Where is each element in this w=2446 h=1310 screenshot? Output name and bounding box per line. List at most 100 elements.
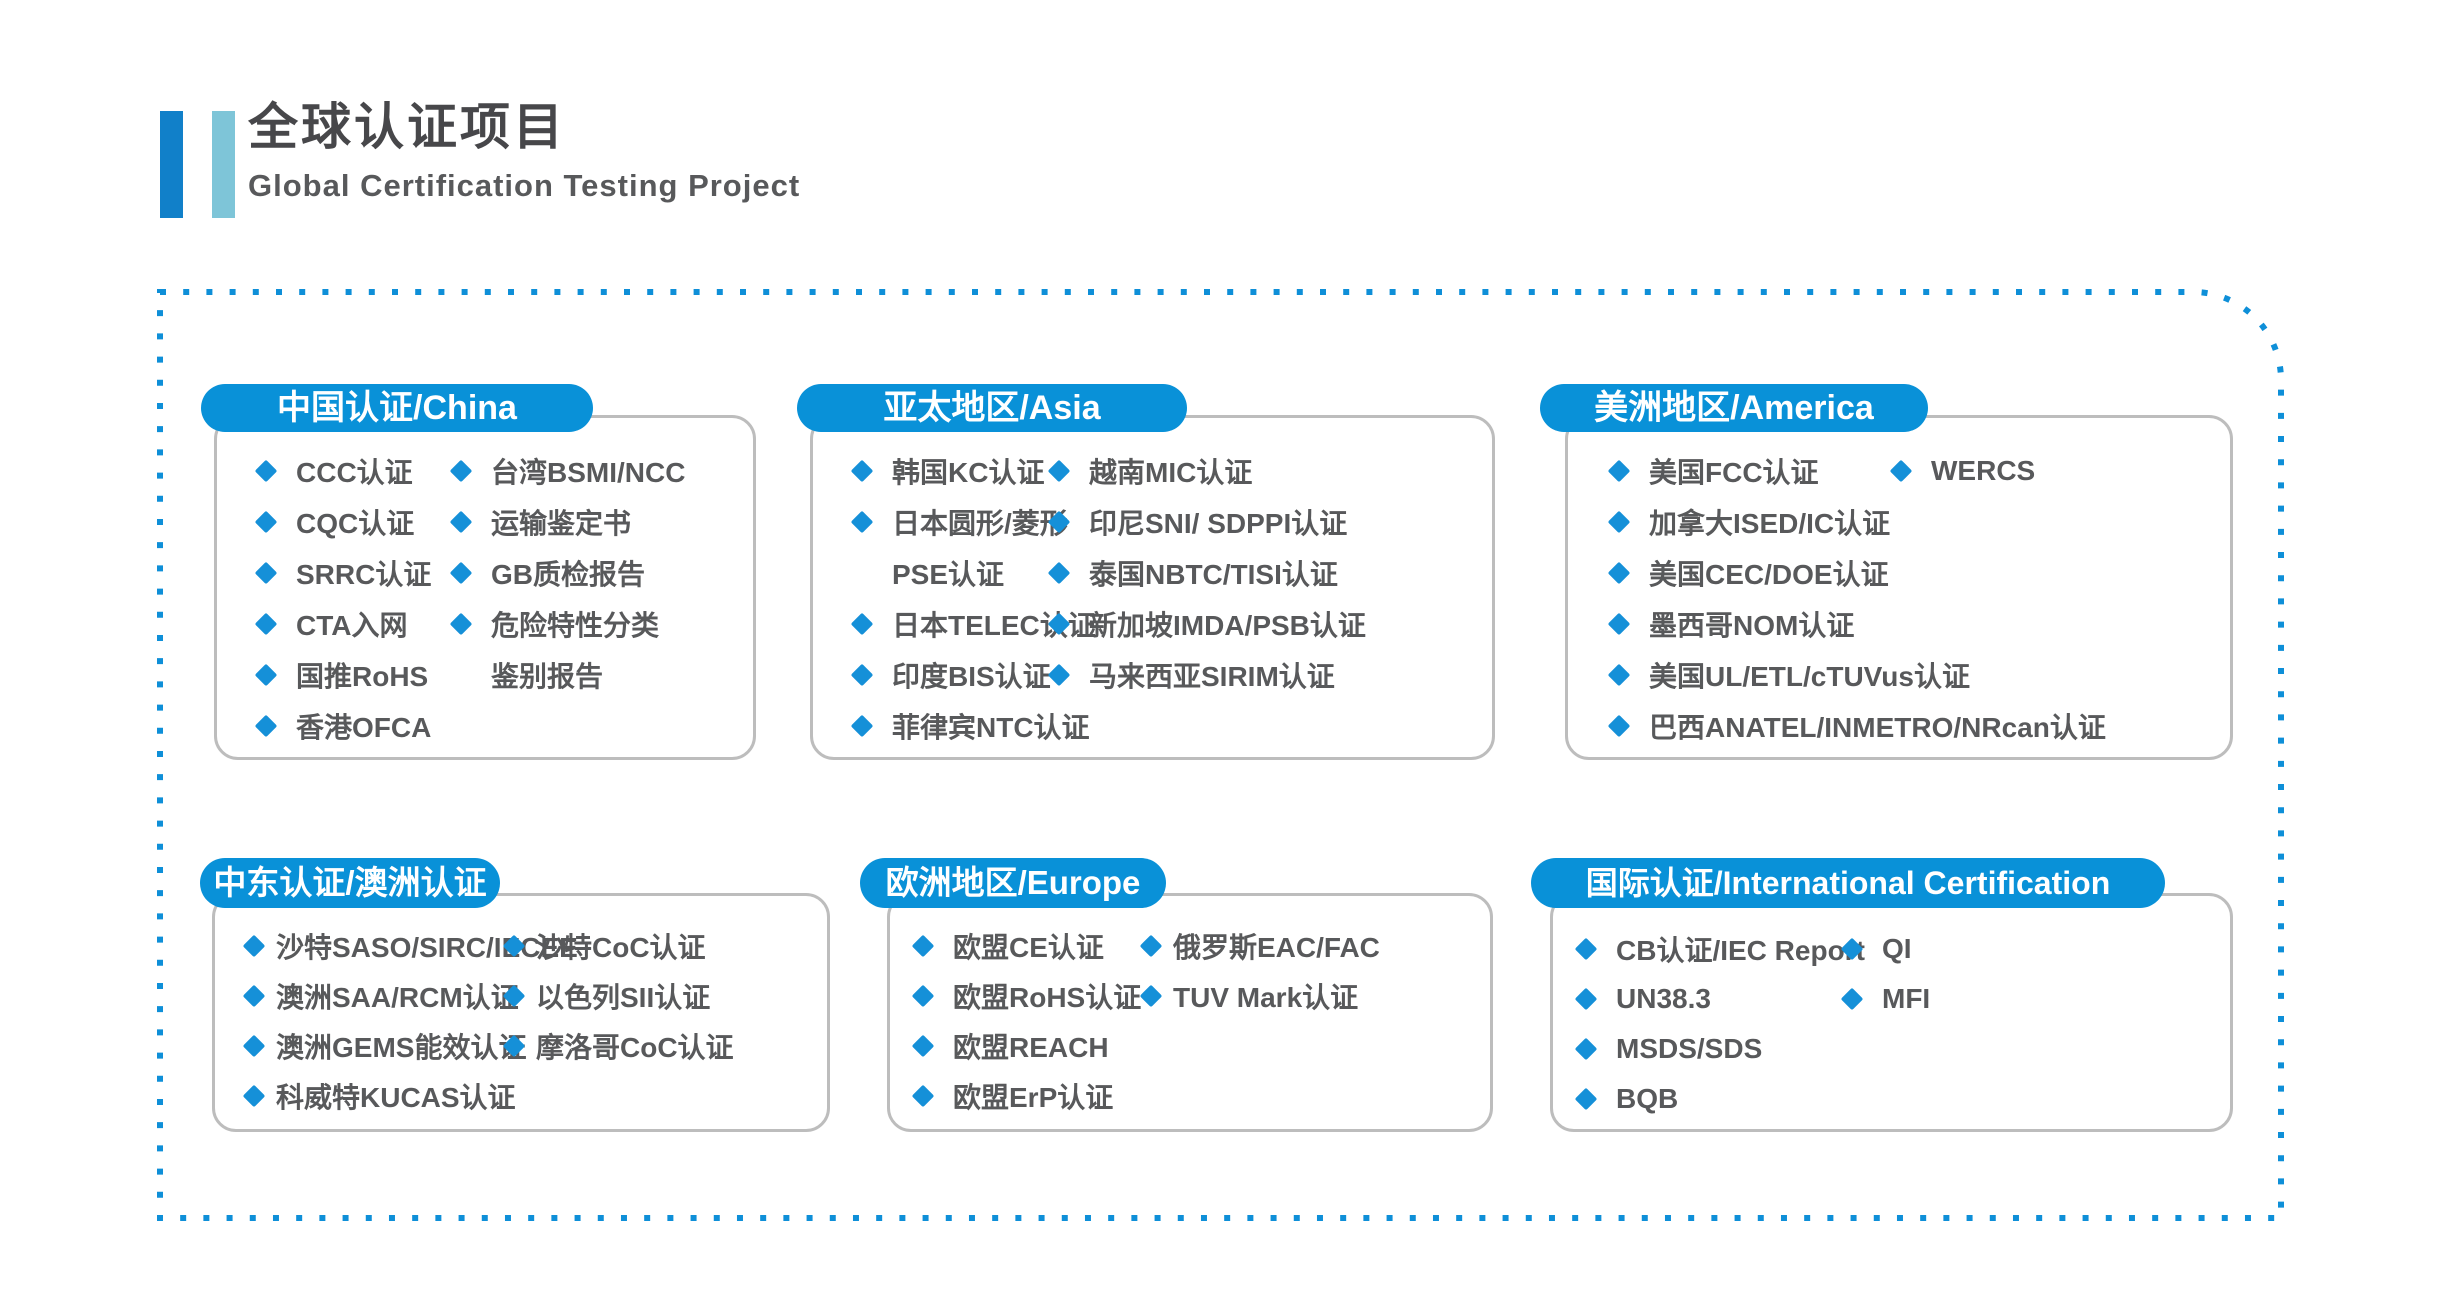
cert-item: 泰国NBTC/TISI认证 bbox=[1047, 547, 1366, 598]
cert-item-label: 欧盟CE认证 bbox=[953, 932, 1104, 963]
diamond-bullet-icon bbox=[1047, 561, 1071, 584]
cert-item-label: 香港OFCA bbox=[296, 711, 432, 743]
diamond-bullet-icon bbox=[449, 459, 473, 482]
group-pill-china: 中国认证/China bbox=[201, 384, 593, 432]
diamond-bullet-icon bbox=[254, 510, 278, 533]
diamond-bullet-icon bbox=[850, 612, 874, 635]
cert-item-label: BQB bbox=[1616, 1083, 1679, 1114]
group-card-china: 中国认证/China CCC认证 CQC认证 SRRC认证 CTA入网国推RoHS 香港… bbox=[201, 384, 756, 760]
diamond-bullet-icon bbox=[502, 984, 526, 1008]
cert-item-label: 越南MIC认证 bbox=[1089, 456, 1253, 488]
cert-item-label: 马来西亚SIRIM认证 bbox=[1089, 660, 1335, 692]
cert-item: 巴西ANATEL/INMETRO/NRcan认证 bbox=[1607, 700, 2106, 751]
diamond-bullet-icon bbox=[1607, 612, 1631, 635]
cert-item-label: 俄罗斯EAC/FAC bbox=[1173, 932, 1380, 963]
cert-item-label: MFI bbox=[1882, 983, 1931, 1014]
cert-item-label: 鉴别报告 bbox=[491, 660, 604, 692]
cert-item: MFI bbox=[1840, 974, 1931, 1024]
cert-column: WERCS bbox=[1889, 445, 2036, 496]
cert-item: CQC认证 bbox=[254, 496, 431, 547]
diamond-bullet-icon bbox=[254, 459, 278, 482]
cert-item: 印尼SNI/ SDPPI认证 bbox=[1047, 496, 1366, 547]
cert-item-label: CTA入网 bbox=[296, 609, 408, 641]
diamond-bullet-icon bbox=[1574, 1087, 1598, 1111]
cert-item: 香港OFCA bbox=[254, 700, 432, 751]
cert-item: MSDS/SDS bbox=[1574, 1024, 1865, 1074]
cert-item-label: 印度BIS认证 bbox=[892, 660, 1051, 692]
cert-item-label: CCC认证 bbox=[296, 456, 413, 488]
cert-item: 韩国KC认证 bbox=[850, 445, 1096, 496]
group-pill-international: 国际认证/International Certification bbox=[1531, 858, 2165, 908]
cert-item: 新加坡IMDA/PSB认证 bbox=[1047, 598, 1366, 649]
cert-item: 欧盟REACH bbox=[911, 1021, 1141, 1071]
cert-item: 俄罗斯EAC/FAC bbox=[1139, 921, 1380, 971]
cert-item: 欧盟RoHS认证 bbox=[911, 971, 1142, 1021]
cert-item-label: 台湾BSMI/NCC bbox=[491, 456, 686, 488]
cert-item: CB认证/IEC Report bbox=[1574, 924, 1865, 974]
cert-item-label: 巴西ANATEL/INMETRO/NRcan认证 bbox=[1649, 711, 2106, 743]
cert-item: 以色列SII认证 bbox=[502, 971, 734, 1021]
diamond-bullet-icon bbox=[242, 934, 266, 958]
cert-item-label: 欧盟ErP认证 bbox=[953, 1082, 1114, 1113]
cert-item: 国推RoHS bbox=[254, 649, 431, 700]
cert-item-label: 以色列SII认证 bbox=[536, 982, 711, 1013]
diamond-bullet-icon bbox=[254, 612, 278, 635]
diamond-bullet-icon bbox=[449, 561, 473, 584]
cert-column: 美国FCC认证加拿大ISED/IC认证美国CEC/DOE认证墨西哥NOM认证美国… bbox=[1607, 445, 2106, 751]
cert-item: 科威特KUCAS认证 bbox=[242, 1071, 578, 1121]
cert-item-label: 沙特CoC认证 bbox=[536, 932, 706, 963]
cert-item: 加拿大ISED/IC认证 bbox=[1607, 496, 2106, 547]
cert-item: 马来西亚SIRIM认证 bbox=[1047, 649, 1366, 700]
diamond-bullet-icon bbox=[911, 934, 935, 958]
cert-item-label: SRRC认证 bbox=[296, 558, 432, 590]
page-title: 全球认证项目 bbox=[248, 99, 566, 155]
cert-item-label: 欧盟RoHS认证 bbox=[953, 982, 1142, 1013]
cert-item-label: CQC认证 bbox=[296, 507, 415, 539]
diamond-bullet-icon bbox=[850, 459, 874, 482]
cert-item-label: WERCS bbox=[1931, 454, 2036, 486]
diamond-bullet-icon bbox=[850, 510, 874, 533]
cert-item: SRRC认证 bbox=[254, 547, 432, 598]
diamond-bullet-icon bbox=[911, 1084, 935, 1108]
cert-item-label: 国推RoHS bbox=[296, 660, 429, 692]
diamond-bullet-icon bbox=[1607, 561, 1631, 584]
cert-item-label: 危险特性分类 bbox=[491, 609, 660, 641]
header-accent-bar-teal bbox=[212, 111, 235, 218]
diamond-bullet-icon bbox=[1840, 987, 1864, 1011]
cert-column: 沙特CoC认证以色列SII认证摩洛哥CoC认证 bbox=[502, 921, 734, 1071]
cert-item: 欧盟CE认证 bbox=[911, 921, 1141, 971]
diamond-bullet-icon bbox=[502, 1034, 526, 1058]
cert-item: 摩洛哥CoC认证 bbox=[502, 1021, 734, 1071]
cert-item-label: 泰国NBTC/TISI认证 bbox=[1089, 558, 1338, 590]
diamond-bullet-icon bbox=[1047, 459, 1071, 482]
cert-column: CCC认证 CQC认证 SRRC认证 CTA入网国推RoHS 香港OFCA bbox=[254, 445, 432, 751]
diamond-bullet-icon bbox=[449, 510, 473, 533]
diamond-bullet-icon bbox=[1047, 510, 1071, 533]
cert-item: 菲律宾NTC认证 bbox=[850, 700, 1096, 751]
cert-item-label: MSDS/SDS bbox=[1616, 1033, 1763, 1064]
cert-item-label: 美国UL/ETL/cTUVus认证 bbox=[1649, 660, 1970, 692]
diamond-bullet-icon bbox=[1574, 937, 1598, 961]
cert-item: 越南MIC认证 bbox=[1047, 445, 1366, 496]
group-pill-america: 美洲地区/America bbox=[1540, 384, 1928, 432]
cert-item-label: 新加坡IMDA/PSB认证 bbox=[1089, 609, 1366, 641]
cert-item-label: 菲律宾NTC认证 bbox=[892, 711, 1090, 743]
header-accent-bar-blue bbox=[160, 111, 183, 218]
diamond-bullet-icon bbox=[242, 984, 266, 1008]
diamond-bullet-icon bbox=[1574, 1037, 1598, 1061]
diamond-bullet-icon bbox=[911, 984, 935, 1008]
diamond-bullet-icon bbox=[242, 1084, 266, 1108]
cert-item: 台湾BSMI/NCC bbox=[449, 445, 686, 496]
cert-item-label: 摩洛哥CoC认证 bbox=[536, 1032, 734, 1063]
cert-item-label: 欧盟REACH bbox=[953, 1032, 1109, 1063]
cert-item: QI bbox=[1840, 924, 1930, 974]
cert-item: UN38.3 bbox=[1574, 974, 1865, 1024]
cert-item: 墨西哥NOM认证 bbox=[1607, 598, 2106, 649]
cert-column: QI MFI bbox=[1840, 924, 1931, 1024]
cert-item: TUV Mark认证 bbox=[1139, 971, 1380, 1021]
cert-item-label: 澳洲GEMS能效认证 bbox=[276, 1032, 527, 1063]
